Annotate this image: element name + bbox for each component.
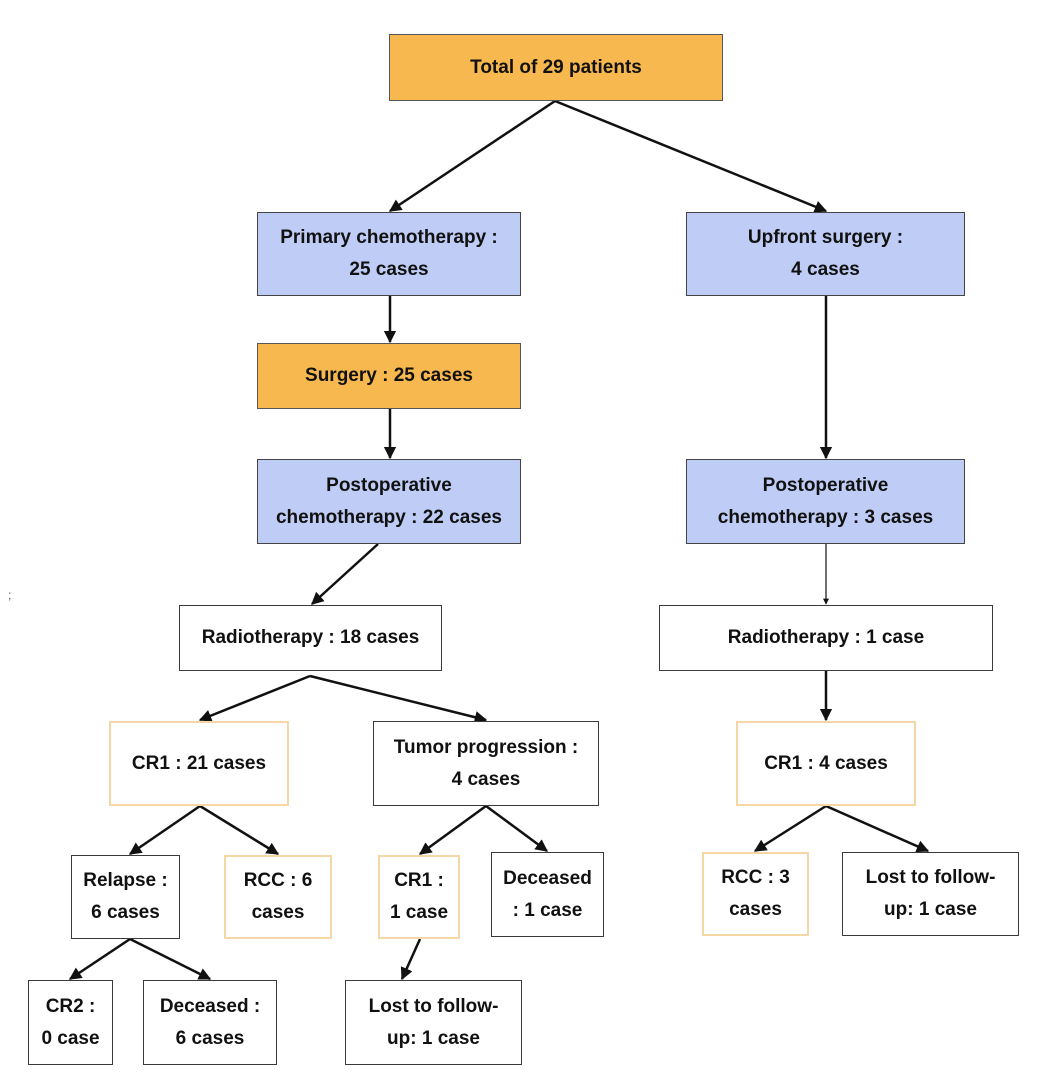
node-cr1-small-line2: 1 case (389, 902, 449, 923)
node-postop-right-line2: chemotherapy : 3 cases (717, 506, 934, 528)
node-postoperative-chemotherapy-left: Postoperative chemotherapy : 22 cases (257, 459, 521, 544)
node-lost-follow-up-right: Lost to follow- up: 1 case (842, 852, 1019, 936)
node-postop-left-line2: chemotherapy : 22 cases (275, 506, 502, 528)
node-cr1-small-line1: CR1 : (394, 870, 444, 891)
node-deceased-six: Deceased : 6 cases (143, 980, 277, 1065)
edge-tumor-progression-to-deceased-one (485, 804, 549, 853)
node-rcc-left: RCC : 6 cases (224, 855, 332, 939)
node-surgery: Surgery : 25 cases (257, 343, 521, 409)
node-tumor-progression-line2: 4 cases (451, 768, 521, 790)
node-rcc-right-line1: RCC : 3 (721, 867, 790, 888)
edge-tumor-progression-to-cr1-small (418, 804, 487, 856)
node-tumor-progression: Tumor progression : 4 cases (373, 721, 599, 806)
node-relapse-line1: Relapse : (83, 870, 168, 891)
node-postop-right-line1: Postoperative (762, 474, 889, 496)
node-deceased-six-line2: 6 cases (175, 1027, 245, 1049)
stray-mark: ; (8, 588, 12, 602)
edge-relapse-to-cr2 (68, 937, 131, 981)
node-lost-mid-line1: Lost to follow- (368, 995, 499, 1017)
node-total-patients-label: Total of 29 patients (470, 56, 642, 78)
node-postop-left-line1: Postoperative (326, 474, 452, 496)
node-primary-chemotherapy-line2: 25 cases (349, 259, 429, 280)
node-relapse-line2: 6 cases (91, 902, 160, 923)
node-deceased-one-line1: Deceased (503, 867, 592, 889)
node-rcc-left-line2: cases (251, 902, 305, 923)
node-radiotherapy-left: Radiotherapy : 18 cases (179, 605, 442, 671)
edge-cr1-right-to-lost-right (825, 804, 930, 853)
node-deceased-one-line2: : 1 case (512, 899, 583, 921)
node-lost-right-line2: up: 1 case (884, 899, 977, 920)
node-lost-right-line1: Lost to follow- (865, 867, 996, 888)
node-lost-mid-line2: up: 1 case (387, 1027, 480, 1049)
node-tumor-progression-line1: Tumor progression : (393, 736, 579, 758)
node-cr2-line2: 0 case (41, 1027, 100, 1049)
node-radiotherapy-left-label: Radiotherapy : 18 cases (201, 627, 420, 648)
edge-cr1-left-to-rcc-left (199, 804, 280, 856)
edge-relapse-to-deceased-six (129, 937, 212, 981)
node-deceased-six-line1: Deceased : (159, 995, 261, 1017)
node-deceased-one: Deceased : 1 case (491, 852, 604, 937)
node-upfront-surgery-line2: 4 cases (791, 259, 860, 280)
node-lost-follow-up-mid: Lost to follow- up: 1 case (345, 980, 522, 1065)
node-surgery-label: Surgery : 25 cases (305, 365, 473, 386)
edge-total-to-upfront-surgery (554, 99, 828, 213)
node-total-patients: Total of 29 patients (389, 34, 723, 101)
node-relapse: Relapse : 6 cases (71, 855, 180, 939)
node-primary-chemotherapy-line1: Primary chemotherapy : (280, 227, 498, 248)
edge-cr1-small-to-lost-mid (400, 938, 422, 981)
node-radiotherapy-right-label: Radiotherapy : 1 case (727, 627, 925, 648)
edge-cr1-left-to-relapse (128, 804, 201, 856)
node-upfront-surgery-line1: Upfront surgery : (747, 227, 904, 248)
node-cr1-right-label: CR1 : 4 cases (764, 752, 888, 774)
node-cr1-right: CR1 : 4 cases (736, 721, 916, 806)
node-cr1-left-label: CR1 : 21 cases (131, 752, 267, 774)
node-cr1-left: CR1 : 21 cases (109, 721, 289, 806)
edge-postop-left-to-radio-left (311, 543, 379, 605)
node-upfront-surgery: Upfront surgery : 4 cases (686, 212, 965, 296)
node-cr1-small: CR1 : 1 case (378, 855, 460, 939)
node-cr2: CR2 : 0 case (28, 980, 113, 1065)
node-rcc-left-line1: RCC : 6 (243, 870, 313, 891)
node-cr2-line1: CR2 : (45, 995, 96, 1017)
node-primary-chemotherapy: Primary chemotherapy : 25 cases (257, 212, 521, 296)
edge-total-to-primary-chemo (388, 99, 556, 213)
edge-radio-left-to-tumor-progression (309, 674, 488, 724)
node-radiotherapy-right: Radiotherapy : 1 case (659, 605, 993, 671)
edge-radio-left-to-cr1-left (198, 674, 311, 722)
node-postoperative-chemotherapy-right: Postoperative chemotherapy : 3 cases (686, 459, 965, 544)
edge-cr1-right-to-rcc-right (753, 804, 827, 853)
node-rcc-right: RCC : 3 cases (702, 852, 809, 936)
node-rcc-right-line2: cases (729, 899, 782, 920)
